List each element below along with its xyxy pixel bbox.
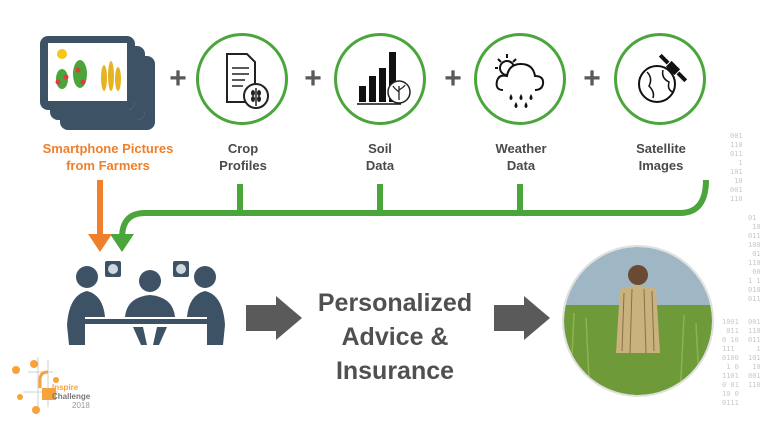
label-line: Weather <box>495 141 547 156</box>
input-label-crop: Crop Profiles <box>178 140 308 174</box>
label-line: Data <box>506 158 536 173</box>
result-headline: Personalized Advice & Insurance <box>290 286 500 388</box>
label-line: from Farmers <box>66 158 150 173</box>
input-label-weather: Weather Data <box>456 140 586 174</box>
plus-sign: + <box>169 62 187 95</box>
label-line: Satellite <box>636 141 686 156</box>
weather-data-circle <box>474 33 566 125</box>
crop-profiles-circle <box>196 33 288 125</box>
logo-text-challenge: Challenge <box>52 392 91 401</box>
grey-arrow-right <box>246 296 302 340</box>
label-line: Smartphone Pictures <box>42 141 174 156</box>
headline-line: Advice & <box>341 323 449 351</box>
document-wheat-icon <box>226 53 269 109</box>
satellite-images-circle <box>614 33 706 125</box>
headline-line: Insurance <box>335 357 455 385</box>
grey-arrow-right <box>494 296 550 340</box>
input-label-smartphone: Smartphone Pictures from Farmers <box>33 140 183 174</box>
cloud-rain-sun-icon <box>495 54 545 108</box>
green-arrowhead <box>110 234 134 252</box>
binary-decoration: 01 10 011 100 01 110 00 1 1 010 011 <box>748 214 761 303</box>
green-merge-line <box>119 179 709 239</box>
binary-decoration: 1001 011 0 10 111 0100 1 0 1101 0 01 10 … <box>722 318 739 407</box>
headline-line: Personalized <box>317 289 473 317</box>
plus-sign: + <box>583 62 601 95</box>
logo-text-year: 2018 <box>72 401 90 410</box>
input-label-satellite: Satellite Images <box>596 140 726 174</box>
binary-decoration: 001 110 011 1 101 10 001 110 <box>730 132 743 203</box>
bar-chart-plant-icon <box>357 52 411 105</box>
logo-text-inspire: Inspire <box>52 383 79 392</box>
soil-data-circle <box>334 33 426 125</box>
label-line: Profiles <box>219 158 267 173</box>
label-line: Crop <box>227 141 259 156</box>
label-line: Soil <box>368 141 392 156</box>
globe-satellite-icon <box>638 53 688 103</box>
label-line: Images <box>638 158 684 173</box>
team-meeting-icon <box>67 261 225 345</box>
plus-sign: + <box>444 62 462 95</box>
binary-decoration: 001 110 011 1 101 10 001 110 <box>748 318 761 389</box>
inspire-challenge-logo-graphic <box>12 357 59 414</box>
plus-sign: + <box>304 62 322 95</box>
input-label-soil: Soil Data <box>315 140 445 174</box>
farmer-photo <box>562 245 714 397</box>
orange-arrowhead <box>88 234 112 252</box>
label-line: Data <box>365 158 395 173</box>
smartphone-pictures-icon <box>40 36 155 130</box>
